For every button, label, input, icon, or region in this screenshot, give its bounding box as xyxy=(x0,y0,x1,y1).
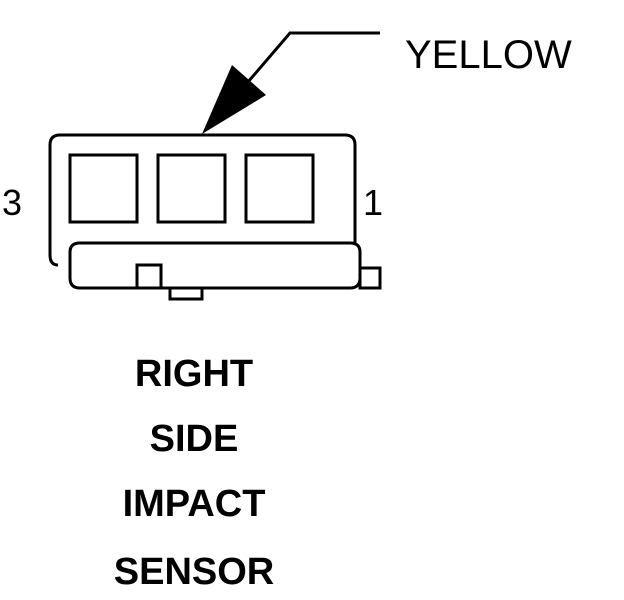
connector-latch-rail xyxy=(68,241,362,290)
latch-tab-right xyxy=(358,266,382,290)
title-line-4: SENSOR xyxy=(114,551,274,593)
pin-cavity-3 xyxy=(68,153,139,224)
title-line-2: SIDE xyxy=(150,418,239,460)
wire-color-leader xyxy=(202,31,380,134)
pin-right-label: 1 xyxy=(363,182,383,223)
title-line-1: RIGHT xyxy=(135,353,253,395)
leader-line xyxy=(246,31,380,83)
leader-arrowhead xyxy=(202,65,266,134)
latch-tab-bottom xyxy=(168,286,204,301)
pin-left-label: 3 xyxy=(2,182,22,223)
pin-cavity-1 xyxy=(244,153,315,224)
connector-body xyxy=(48,133,382,301)
wire-color-label: YELLOW xyxy=(405,33,572,77)
latch-tab-left xyxy=(135,263,163,290)
diagram-title: RIGHT SIDE IMPACT SENSOR xyxy=(114,353,274,593)
pin-cavity-2 xyxy=(156,153,227,224)
title-line-3: IMPACT xyxy=(123,483,266,525)
connector-housing xyxy=(48,133,357,267)
